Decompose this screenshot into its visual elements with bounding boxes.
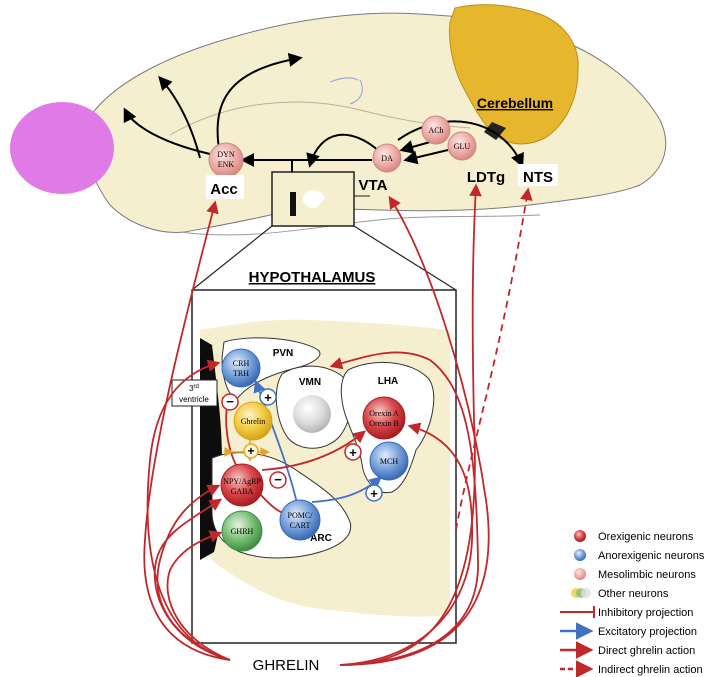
mch-label: MCH (380, 457, 398, 466)
da-neuron (372, 143, 402, 173)
ghrh-label: GHRH (231, 527, 254, 536)
acc-label-bg (206, 175, 244, 199)
third-ventricle-label: 3rd (189, 384, 199, 393)
brain-outline (84, 12, 667, 236)
svg-text:+: + (349, 445, 357, 460)
dyn-enk-label-2: ENK (218, 160, 235, 169)
legend-indirect-label: Indirect ghrelin action (598, 664, 703, 676)
legend-direct-label: Direct ghrelin action (598, 645, 695, 657)
npy-label-1: NPY/AgRP (223, 477, 261, 486)
orexin-neuron (362, 396, 406, 440)
ghrelin-to-orexin (339, 422, 474, 666)
npy-label-2: GABA (231, 487, 254, 496)
legend: Orexigenic neurons Anorexigenic neurons … (560, 530, 705, 677)
ghrelin-to-crh (146, 359, 231, 661)
vmn-label: VMN (299, 377, 321, 388)
dyn-enk-label-1: DYN (217, 150, 235, 159)
ghrelin-neuron-label: Ghrelin (241, 417, 265, 426)
ghrelin-to-ghrh-2 (153, 498, 231, 661)
pomc-label-1: POMC/ (288, 511, 314, 520)
crh-label-2: TRH (233, 369, 249, 378)
legend-mesolimbic-icon (574, 568, 586, 580)
sign-plus-ghrelin: + (243, 443, 259, 459)
ghrelin-source-label: GHRELIN (253, 657, 320, 674)
cerebellum-connector (484, 122, 506, 140)
pvn-label: PVN (273, 348, 294, 359)
third-ventricle-number: 3 (189, 384, 194, 393)
source-box-ventricle (290, 192, 296, 216)
pomc-cart-neuron (279, 499, 321, 541)
ghrelin-projections (143, 183, 533, 666)
cerebellum-shape (449, 4, 579, 145)
zoom-line-right (353, 225, 457, 291)
legend-anorexigenic-icon (574, 549, 586, 561)
ach-neuron (421, 115, 451, 145)
mch-neuron (369, 441, 409, 481)
legend-inhibitory-label: Inhibitory projection (598, 607, 693, 619)
svg-text:+: + (370, 486, 378, 501)
excitatory-npy-to-orexin (261, 430, 366, 471)
excitatory-pomc-to-mch (311, 476, 382, 503)
npy-agrp-neuron (220, 463, 264, 507)
orexin-label-2: Orexin B (369, 419, 399, 428)
source-box-detail (302, 190, 325, 209)
nts-label: NTS (523, 169, 553, 186)
hypothalamus-title: HYPOTHALAMUS (249, 269, 376, 286)
sign-minus-pomc: − (269, 471, 287, 489)
cerebellum-label: Cerebellum (477, 95, 553, 111)
legend-anorexigenic-label: Anorexigenic neurons (598, 550, 705, 562)
crh-label-1: CRH (233, 359, 250, 368)
svg-text:+: + (264, 390, 272, 405)
legend-other-label: Other neurons (598, 588, 669, 600)
ghrelin-to-ghrh (166, 530, 231, 661)
ghrelin-to-nts (455, 187, 533, 531)
legend-inhibitory-icon (560, 606, 595, 618)
pomc-label-2: CART (290, 521, 311, 530)
da-label: DA (381, 154, 393, 163)
ghrelin-to-vta (339, 195, 490, 666)
ldtg-label: LDTg (467, 169, 505, 186)
legend-other-icon (571, 588, 591, 598)
ghrelin-to-pvn (329, 351, 479, 666)
sign-plus-orexin: + (344, 443, 362, 461)
olfactory-bulb (10, 102, 114, 194)
glu-neuron (447, 131, 477, 161)
acc-label: Acc (210, 181, 238, 198)
legend-orexigenic-label: Orexigenic neurons (598, 531, 694, 543)
legend-orexigenic-icon (574, 530, 586, 542)
sign-plus-mch: + (365, 484, 383, 502)
svg-text:−: − (274, 472, 282, 487)
orexin-label-1: Orexin A (369, 409, 399, 418)
arc-label: ARC (310, 533, 332, 544)
third-ventricle-word: ventricle (179, 395, 209, 404)
nts-label-bg (518, 164, 558, 186)
mesolimbic-projections (123, 52, 524, 172)
vmn-neuron (293, 395, 331, 433)
lha-label: LHA (378, 376, 399, 387)
svg-text:+: + (247, 444, 254, 458)
ghrelin-to-ldtg (339, 183, 482, 666)
ghrelin-neuron (233, 401, 273, 441)
third-ventricle-suffix: rd (194, 384, 199, 390)
legend-mesolimbic-label: Mesolimbic neurons (598, 569, 696, 581)
ach-label: ACh (428, 126, 443, 135)
glu-label: GLU (454, 142, 471, 151)
crh-trh-neuron (221, 348, 261, 388)
zoom-line-left (191, 225, 273, 291)
sign-minus-crh: − (221, 393, 239, 411)
legend-excitatory-label: Excitatory projection (598, 626, 697, 638)
sign-plus-crh: + (259, 388, 277, 406)
svg-text:−: − (226, 394, 234, 409)
vta-label: VTA (359, 177, 388, 194)
